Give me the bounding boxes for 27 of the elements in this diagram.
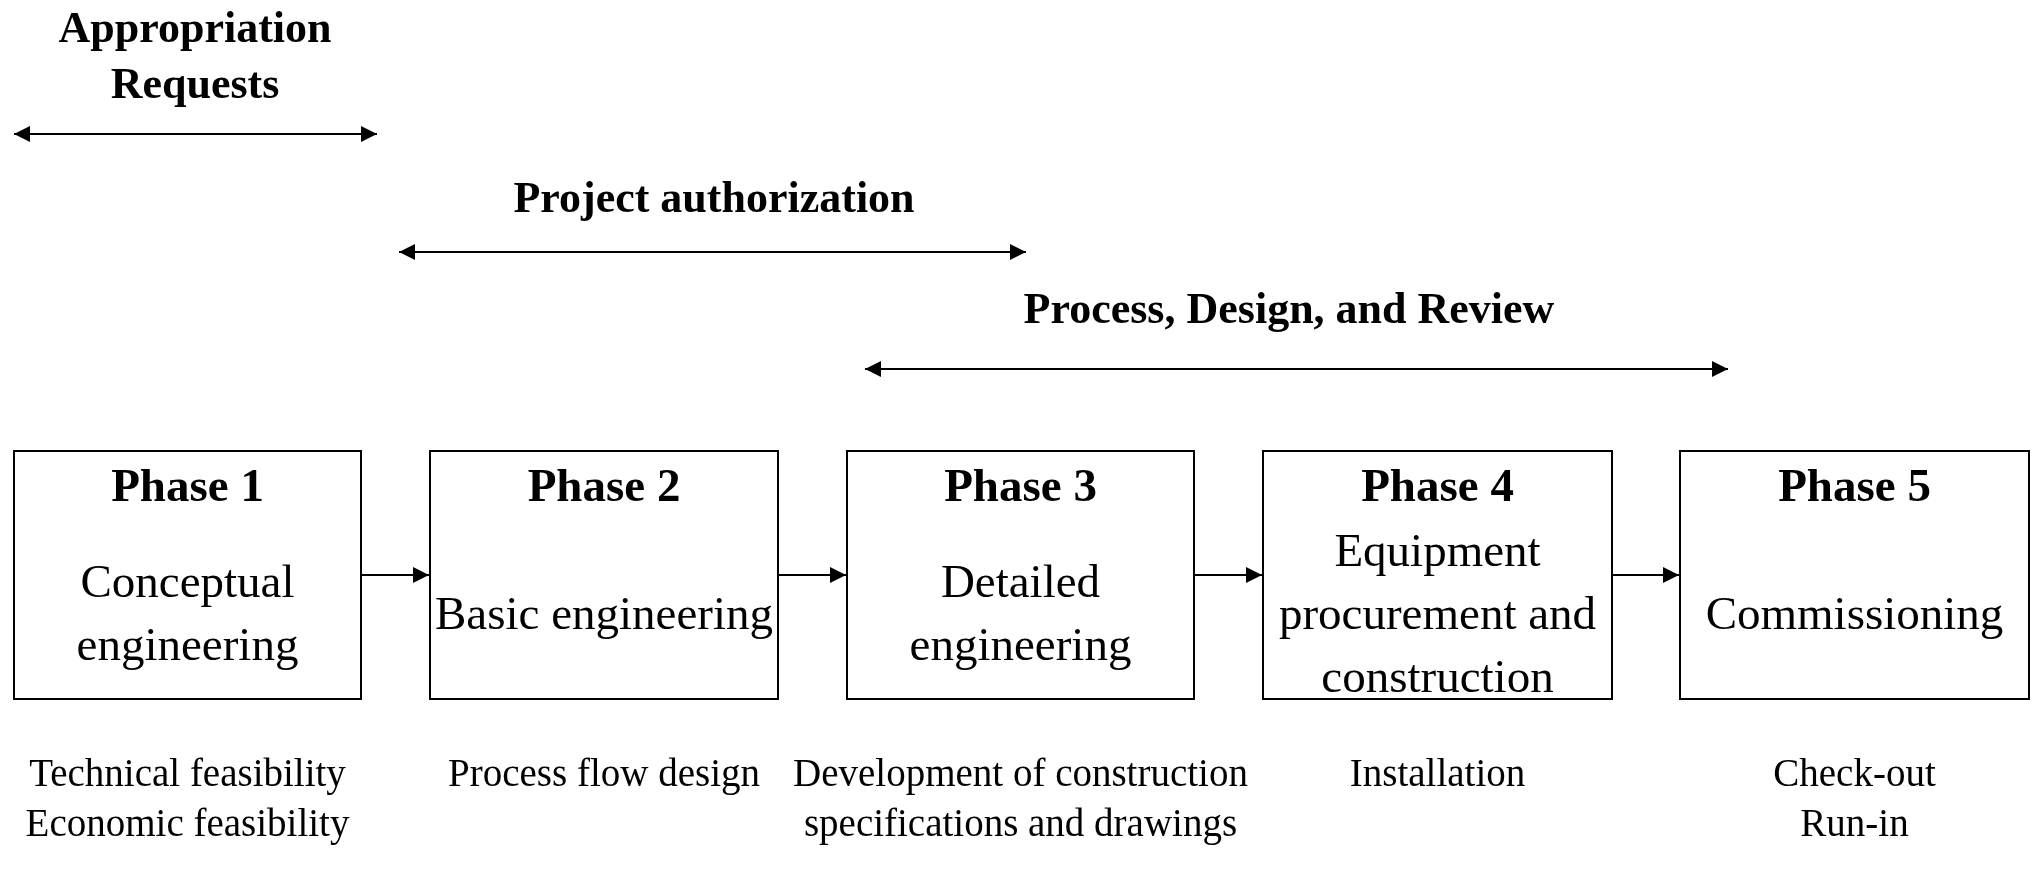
- phase-description: Commissioning: [1705, 585, 2004, 641]
- phase-description: Conceptual engineering: [75, 554, 300, 672]
- phase-box: [13, 450, 362, 700]
- phase-box: [846, 450, 1195, 700]
- phase-title: Phase 5: [1777, 458, 1932, 512]
- stage-label: Process, Design, and Review: [1022, 283, 1556, 335]
- phase-title: Phase 1: [110, 458, 265, 512]
- phase-note: Check-out: [1772, 750, 1937, 796]
- phase-note: Economic feasibility: [24, 800, 351, 847]
- arrow: [778, 567, 847, 583]
- phase-box: [1679, 450, 2030, 700]
- phase-box: [429, 450, 779, 700]
- stage-label: Project authorization: [512, 172, 916, 224]
- arrow: [1194, 567, 1263, 583]
- phase-description: Detailed engineering: [908, 554, 1133, 672]
- phase-note: Run-in: [1799, 800, 1910, 846]
- phase-description: Equipment procurement and construction: [1277, 522, 1598, 704]
- arrow: [361, 567, 430, 583]
- phase-box: [1262, 450, 1613, 700]
- stage-label: Appropriation Requests: [57, 2, 333, 110]
- phase-description: Basic engineering: [435, 585, 773, 641]
- phase-title: Phase 2: [526, 458, 682, 512]
- phase-title: Phase 4: [1360, 458, 1515, 512]
- arrow: [1612, 567, 1680, 583]
- phase-note: Development of construction specifications and drawings: [792, 750, 1249, 847]
- phase-note: Technical feasibility: [28, 750, 347, 797]
- phase-title: Phase 3: [943, 458, 1098, 512]
